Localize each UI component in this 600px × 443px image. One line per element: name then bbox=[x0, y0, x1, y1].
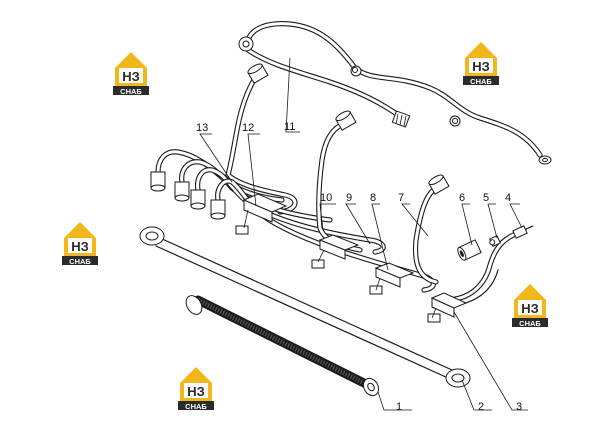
svg-text:НЗ: НЗ bbox=[187, 384, 205, 399]
svg-text:НЗ: НЗ bbox=[71, 239, 89, 254]
callout-10: 10 bbox=[320, 192, 332, 204]
support-rod bbox=[139, 226, 471, 388]
svg-text:СНАБ: СНАБ bbox=[470, 77, 492, 86]
washer bbox=[489, 235, 501, 247]
pipe-clamp bbox=[369, 262, 415, 295]
watermark-logo: НЗ СНАБ bbox=[62, 222, 98, 266]
return-fuel-line bbox=[238, 21, 552, 165]
svg-text:СНАБ: СНАБ bbox=[120, 87, 142, 96]
callout-6: 6 bbox=[459, 192, 465, 204]
callout-11: 11 bbox=[284, 121, 295, 133]
pipe-clamp bbox=[311, 234, 360, 269]
watermark-logo: НЗ СНАБ bbox=[512, 284, 548, 328]
svg-text:НЗ: НЗ bbox=[472, 59, 490, 74]
banjo-fitting bbox=[512, 225, 534, 239]
pipe-clamp bbox=[427, 292, 468, 323]
callout-2: 2 bbox=[478, 401, 484, 413]
leader-lines bbox=[199, 57, 528, 411]
callout-4: 4 bbox=[505, 192, 511, 204]
callout-9: 9 bbox=[346, 192, 352, 204]
svg-text:СНАБ: СНАБ bbox=[519, 319, 541, 328]
svg-text:НЗ: НЗ bbox=[122, 69, 140, 84]
injection-pipe-bundle bbox=[150, 63, 534, 323]
watermark-logo: НЗ СНАБ bbox=[463, 42, 499, 86]
svg-text:НЗ: НЗ bbox=[521, 301, 539, 316]
svg-text:СНАБ: СНАБ bbox=[69, 257, 91, 266]
callout-8: 8 bbox=[370, 192, 376, 204]
callout-5: 5 bbox=[483, 192, 489, 204]
callout-12: 12 bbox=[242, 122, 254, 134]
callout-13: 13 bbox=[196, 122, 208, 134]
threaded-bolt bbox=[185, 295, 380, 397]
callout-7: 7 bbox=[398, 192, 404, 204]
svg-text:СНАБ: СНАБ bbox=[185, 402, 207, 411]
watermark-logo: НЗ СНАБ bbox=[178, 367, 214, 411]
watermark-logo: НЗ СНАБ bbox=[113, 52, 149, 96]
fitting-nut bbox=[457, 239, 482, 261]
pipe-clamp bbox=[235, 193, 288, 235]
callout-1: 1 bbox=[396, 401, 402, 413]
callout-3: 3 bbox=[516, 401, 522, 413]
